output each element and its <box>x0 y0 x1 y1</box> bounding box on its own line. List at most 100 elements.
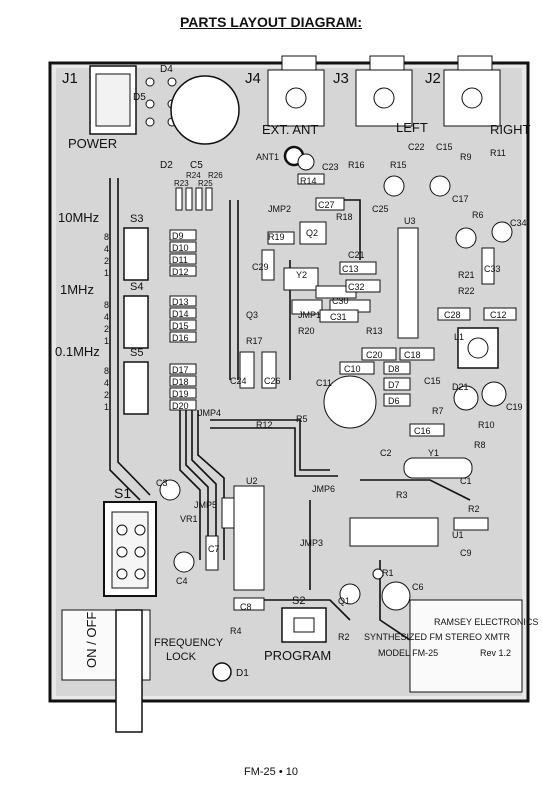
s2-label: S2 <box>292 595 305 607</box>
c11-label: C11 <box>316 378 332 388</box>
c33-label: C33 <box>484 264 501 274</box>
j4-label: J4 <box>245 70 261 87</box>
diode-label: D20 <box>172 401 189 411</box>
c2-label: C2 <box>380 448 392 458</box>
jmp3-label: JMP3 <box>300 538 323 548</box>
q1-label: Q1 <box>338 596 350 606</box>
dip-bits-s5: 8 4 2 1 <box>104 366 109 412</box>
range-0-1mhz-label: 0.1MHz <box>55 344 100 359</box>
c19-label: C19 <box>506 402 523 412</box>
r10-label: R10 <box>478 420 495 430</box>
s4-label: S4 <box>130 281 143 293</box>
r1-label: R1 <box>382 568 394 578</box>
page-footer: FM-25 • 10 <box>244 766 298 778</box>
right-label: RIGHT <box>490 122 531 137</box>
onoff-label: ON / OFF <box>84 612 99 668</box>
c32-label: C32 <box>348 282 365 292</box>
ext-ant-label: EXT. ANT <box>262 122 318 137</box>
program-label: PROGRAM <box>264 648 331 663</box>
s5-label: S5 <box>130 347 143 359</box>
c17-label: C17 <box>452 194 469 204</box>
round-parts <box>159 153 513 611</box>
dip-bits-s4: 8 4 2 1 <box>104 300 109 346</box>
u1-label: U1 <box>452 530 464 540</box>
r19-label: R19 <box>268 232 285 242</box>
diode-label: D13 <box>172 297 189 307</box>
c10-label: C10 <box>344 364 361 374</box>
d8-label: D8 <box>388 364 400 374</box>
r24-label: R24 <box>186 171 201 180</box>
s3-label: S3 <box>130 213 143 225</box>
dip-bit: 2 <box>104 390 109 400</box>
u2-label: U2 <box>246 476 258 486</box>
dip-bit: 4 <box>104 378 109 388</box>
q3-label: Q3 <box>246 310 258 320</box>
s1-label: S1 <box>114 485 131 501</box>
dip-bit: 4 <box>104 312 109 322</box>
l1-slug <box>467 337 489 359</box>
d21-label: D21 <box>452 382 469 392</box>
c20-label: C20 <box>366 350 383 360</box>
diode-label: D15 <box>172 321 189 331</box>
j3-label: J3 <box>333 70 349 87</box>
s1-actuator <box>115 609 143 733</box>
c21-label: C21 <box>348 250 365 260</box>
left-label: LEFT <box>396 120 428 135</box>
ant1-label: ANT1 <box>256 152 279 162</box>
r9-label: R9 <box>460 152 472 162</box>
diode-label: D12 <box>172 267 189 277</box>
jmp1-label: JMP1 <box>298 310 321 320</box>
c1-label: C1 <box>460 476 472 486</box>
dip-bit: 2 <box>104 324 109 334</box>
dip-bit: 8 <box>104 300 109 310</box>
q2-label: Q2 <box>306 228 318 238</box>
r18-label: R18 <box>336 212 353 222</box>
c12-label: C12 <box>490 310 507 320</box>
c5-label: C5 <box>190 160 203 171</box>
j2-label: J2 <box>425 70 441 87</box>
jmp2-label: JMP2 <box>268 204 291 214</box>
r25-label: R25 <box>198 179 213 188</box>
frequency-label: FREQUENCY <box>154 637 224 649</box>
r2-label: R2 <box>338 632 350 642</box>
c8-label: C8 <box>240 602 252 612</box>
r12-label: R12 <box>256 420 273 430</box>
product-label: SYNTHESIZED FM STEREO XMTR <box>364 632 511 642</box>
r15-label: R15 <box>390 160 407 170</box>
d4-label: D4 <box>160 64 173 75</box>
company-label: RAMSEY ELECTRONICS <box>434 617 538 627</box>
resistor-stack <box>175 187 213 211</box>
r21-label: R21 <box>458 270 475 280</box>
c34-label: C34 <box>510 218 527 228</box>
dip-bit: 1 <box>104 268 109 278</box>
y1-crystal <box>403 457 473 479</box>
d5-label: D5 <box>133 92 146 103</box>
d1-label: D1 <box>236 668 249 679</box>
c30-label: C30 <box>332 296 349 306</box>
dip-bit: 4 <box>104 244 109 254</box>
c18-label: C18 <box>404 350 421 360</box>
jmp5-label: JMP5 <box>194 500 217 510</box>
diode-column-s4: D13 D14 D15 D16 <box>169 295 197 343</box>
diode-label: D19 <box>172 389 189 399</box>
r13-label: R13 <box>366 326 383 336</box>
jmp4-label: JMP4 <box>198 408 221 418</box>
u3-ic <box>397 227 419 339</box>
d1-led <box>212 662 232 682</box>
range-1mhz-label: 1MHz <box>60 282 94 297</box>
diode-label: D14 <box>172 309 189 319</box>
dip-switch-s5 <box>123 361 149 415</box>
middle-parts <box>205 173 517 611</box>
diode-label: D11 <box>172 255 188 265</box>
model-label: MODEL FM-25 <box>378 648 438 658</box>
c31-label: C31 <box>330 312 347 322</box>
c16-label: C16 <box>414 426 431 436</box>
c29-label: C29 <box>252 262 269 272</box>
dip-bit: 8 <box>104 366 109 376</box>
j2-jack <box>443 55 501 127</box>
r6-label: R6 <box>472 210 484 220</box>
vr1-label: VR1 <box>180 514 198 524</box>
c24-label: C24 <box>230 376 247 386</box>
r7-label: R7 <box>432 406 444 416</box>
